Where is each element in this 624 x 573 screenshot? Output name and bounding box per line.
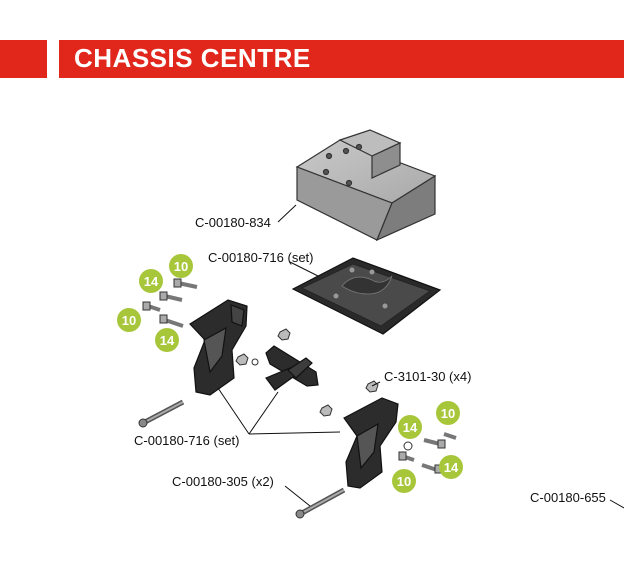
- right-hinge-pin: [295, 487, 346, 519]
- svg-text:10: 10: [122, 313, 136, 328]
- left-suspension-arm: [189, 299, 248, 396]
- callout-battery-box: C-00180-834: [195, 215, 271, 230]
- leader-line-battery-box: [277, 204, 297, 223]
- size-badge-14: 14: [155, 328, 179, 352]
- center-brace: [265, 345, 319, 391]
- size-badge-14: 14: [398, 415, 422, 439]
- leader-line-plate: [289, 261, 319, 277]
- size-badge-14: 14: [139, 269, 163, 293]
- header-title-bar: CHASSIS CENTRE: [59, 40, 624, 78]
- svg-text:10: 10: [397, 474, 411, 489]
- center-nuts: [235, 328, 379, 417]
- page-title: CHASSIS CENTRE: [74, 43, 311, 73]
- left-bolts: [142, 278, 198, 328]
- callout-arms: C-00180-716 (set): [134, 433, 240, 448]
- svg-text:14: 14: [144, 274, 159, 289]
- battery-box-part: [295, 129, 437, 242]
- right-suspension-arm: [343, 397, 399, 489]
- size-badge-10: 10: [436, 401, 460, 425]
- svg-text:14: 14: [160, 333, 175, 348]
- svg-text:10: 10: [174, 259, 188, 274]
- size-badge-14: 14: [439, 455, 463, 479]
- arms-leader-lines: [217, 387, 341, 435]
- leader-line-edge-part: [609, 499, 624, 509]
- svg-text:10: 10: [441, 406, 455, 421]
- size-badge-10: 10: [392, 469, 416, 493]
- svg-text:14: 14: [403, 420, 418, 435]
- svg-text:14: 14: [444, 460, 459, 475]
- callout-plate: C-00180-716 (set): [208, 250, 314, 265]
- leader-line-pin: [284, 485, 311, 507]
- size-badge-10: 10: [117, 308, 141, 332]
- size-badge-10: 10: [169, 254, 193, 278]
- callout-nut: C-3101-30 (x4): [384, 369, 471, 384]
- callout-edge-part: C-00180-655: [530, 490, 606, 505]
- mounting-plate-part: [291, 257, 442, 335]
- callout-pin: C-00180-305 (x2): [172, 474, 274, 489]
- left-hinge-pin: [138, 399, 185, 428]
- leader-line-nut: [371, 381, 381, 387]
- header-accent-bar: [0, 40, 47, 78]
